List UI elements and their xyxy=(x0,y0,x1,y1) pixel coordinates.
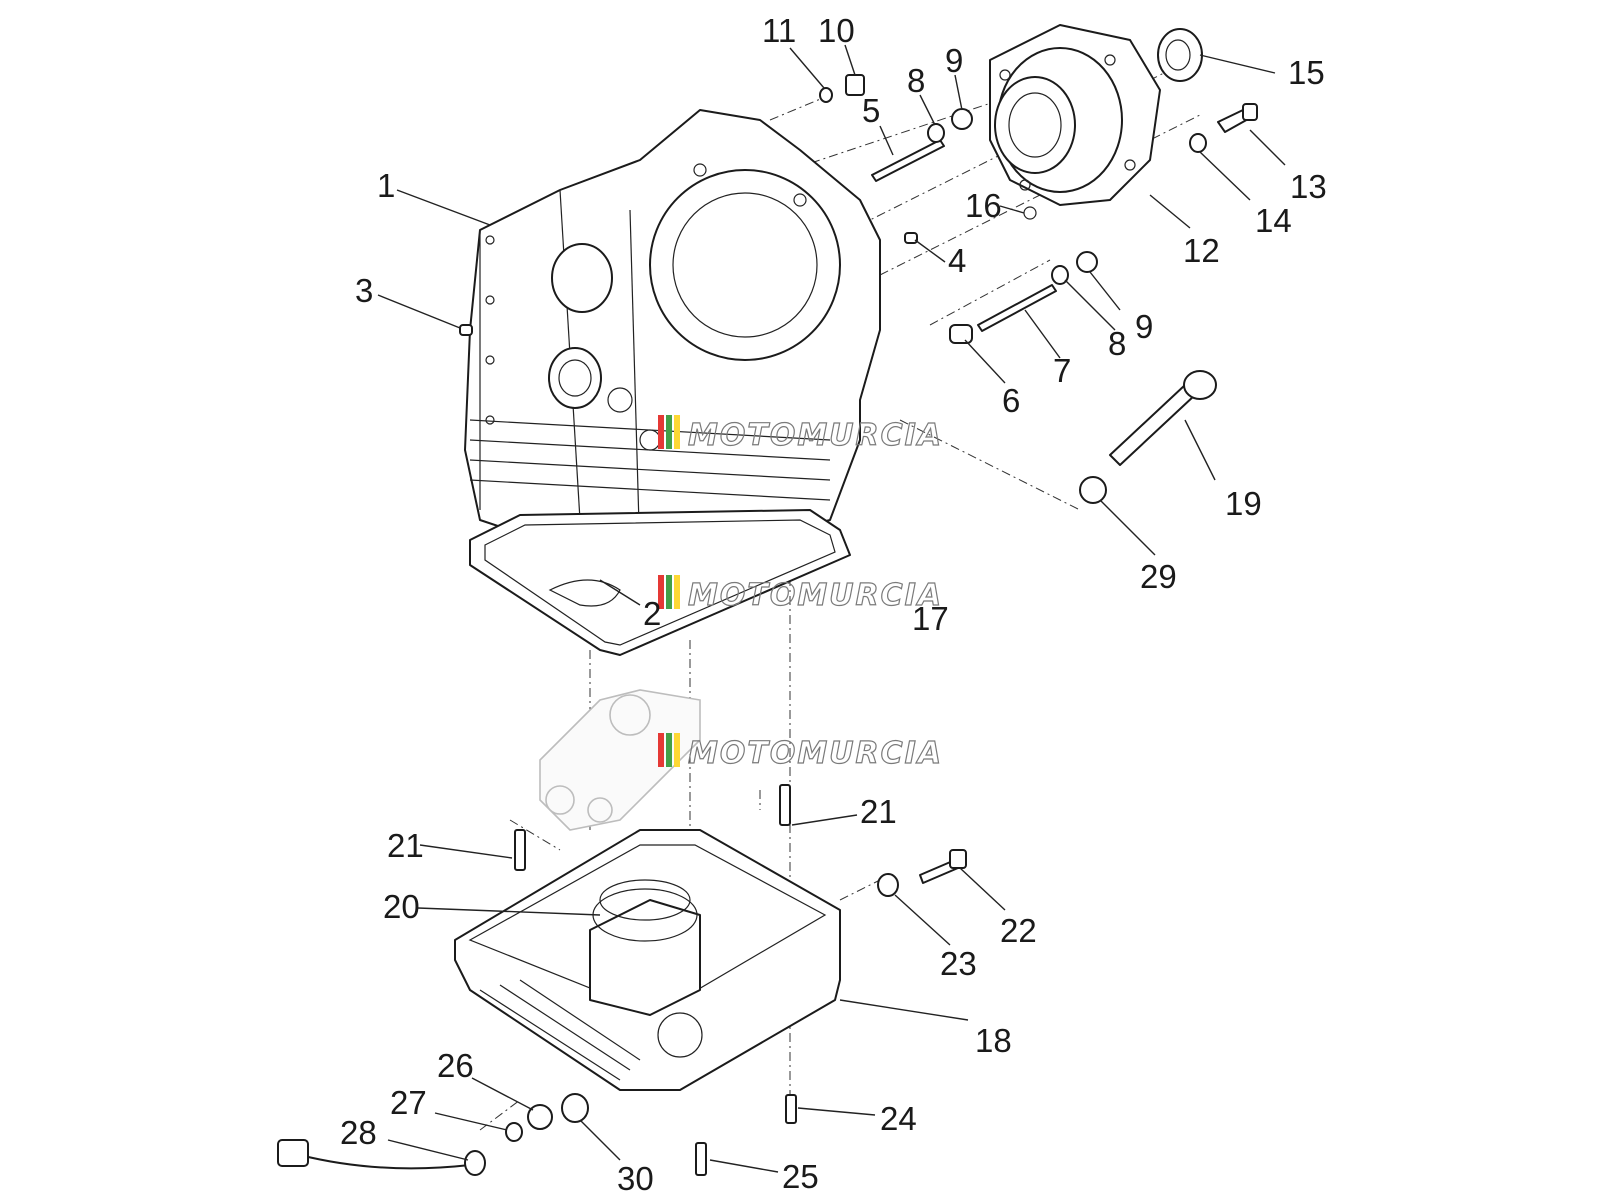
part-label-30: 30 xyxy=(617,1160,654,1197)
part-label-19: 19 xyxy=(1225,485,1262,522)
part-label-8a: 8 xyxy=(907,62,925,99)
wm-stripe-green xyxy=(666,575,672,609)
wm-stripe-yellow xyxy=(674,733,680,767)
watermark-1: MOTOMURCIA xyxy=(658,415,943,454)
part-labels: 1 2 3 4 5 6 7 8 8 9 9 10 11 12 13 14 15 … xyxy=(340,12,1327,1197)
part-label-27: 27 xyxy=(390,1084,427,1121)
part-label-10: 10 xyxy=(818,12,855,49)
wm-stripe-yellow xyxy=(674,415,680,449)
leader-lines xyxy=(377,44,1286,1173)
wm-stripe-red xyxy=(658,415,664,449)
part-label-18: 18 xyxy=(975,1022,1012,1059)
part-label-2: 2 xyxy=(643,595,661,632)
part-label-4: 4 xyxy=(948,242,966,279)
part-label-23: 23 xyxy=(940,945,977,982)
wm-stripe-red xyxy=(658,733,664,767)
watermark-text: MOTOMURCIA xyxy=(688,418,943,453)
oil-sump xyxy=(454,829,841,1091)
cover-plate xyxy=(989,24,1161,206)
part-label-21b: 21 xyxy=(860,793,897,830)
part-label-28: 28 xyxy=(340,1114,377,1151)
part-label-21a: 21 xyxy=(387,827,424,864)
watermark-3: MOTOMURCIA xyxy=(658,733,943,772)
crankcase xyxy=(464,109,881,571)
part-label-8b: 8 xyxy=(1108,325,1126,362)
part-label-24: 24 xyxy=(880,1100,917,1137)
part-label-15: 15 xyxy=(1288,54,1325,91)
part-label-3: 3 xyxy=(355,272,373,309)
part-label-11: 11 xyxy=(762,12,796,49)
part-label-13: 13 xyxy=(1290,168,1327,205)
part-label-17: 17 xyxy=(912,600,949,637)
part-label-25: 25 xyxy=(782,1158,819,1195)
wm-stripe-yellow xyxy=(674,575,680,609)
part-label-22: 22 xyxy=(1000,912,1037,949)
part-label-26: 26 xyxy=(437,1047,474,1084)
hardware xyxy=(277,28,1258,1176)
part-label-7: 7 xyxy=(1053,352,1071,389)
part-label-12: 12 xyxy=(1183,232,1220,269)
part-label-16: 16 xyxy=(965,187,1002,224)
wm-stripe-red xyxy=(658,575,664,609)
part-label-14: 14 xyxy=(1255,202,1292,239)
watermark-2: MOTOMURCIA xyxy=(658,575,943,614)
wm-stripe-green xyxy=(666,415,672,449)
part-label-9a: 9 xyxy=(945,42,963,79)
part-label-29: 29 xyxy=(1140,558,1177,595)
watermark-text: MOTOMURCIA xyxy=(688,736,943,771)
part-label-5: 5 xyxy=(862,92,880,129)
part-label-1: 1 xyxy=(377,167,395,204)
watermark-text: MOTOMURCIA xyxy=(688,578,943,613)
part-label-9b: 9 xyxy=(1135,308,1153,345)
part-label-6: 6 xyxy=(1002,382,1020,419)
wm-stripe-green xyxy=(666,733,672,767)
part-label-20: 20 xyxy=(383,888,420,925)
